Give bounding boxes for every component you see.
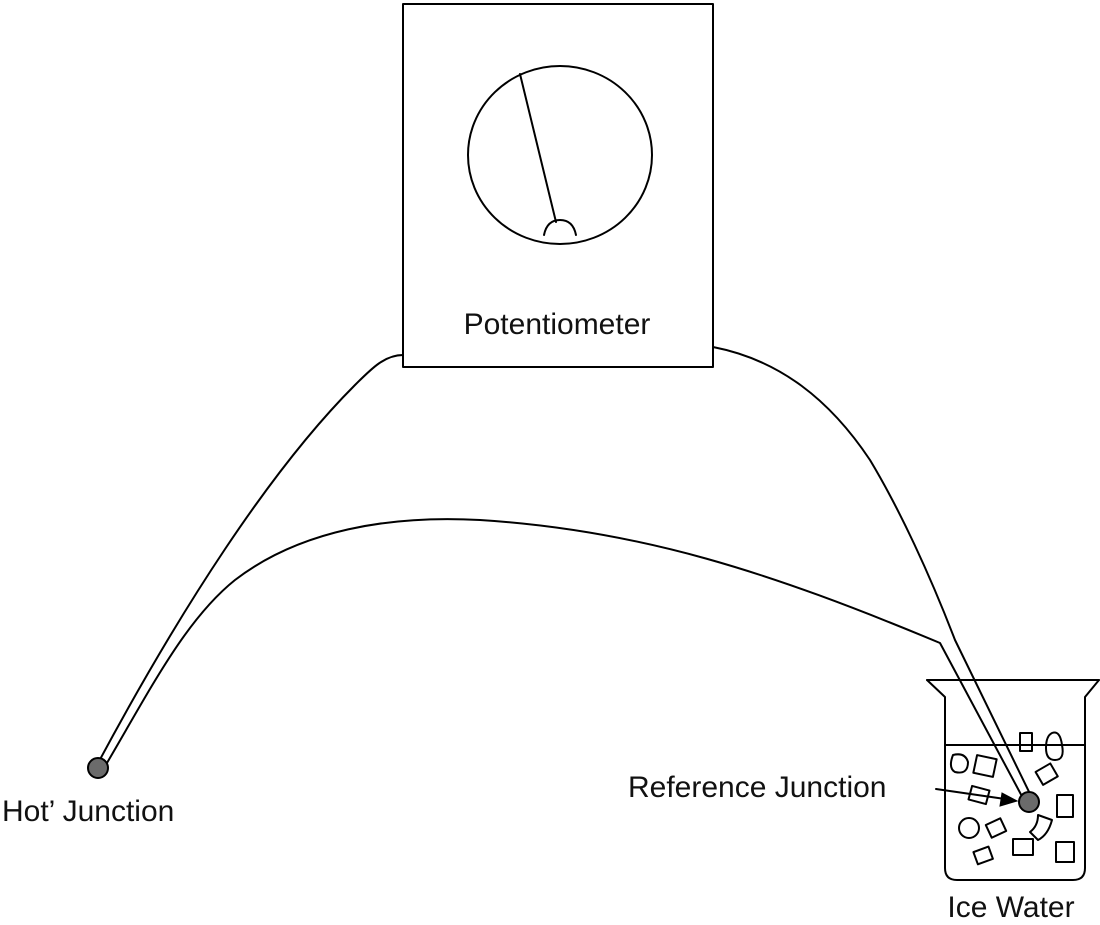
potentiometer-label: Potentiometer: [464, 308, 651, 341]
ice-cube: [972, 845, 994, 866]
ice-cube: [1055, 841, 1075, 863]
ice-water-label: Ice Water: [947, 891, 1074, 924]
reference-arrow-head: [999, 792, 1019, 807]
thermocouple-wires: [96, 346, 1034, 803]
ice-cube: [1012, 838, 1034, 856]
beaker-outline: [926, 679, 1100, 881]
potentiometer-box: [402, 3, 714, 368]
ice-cube: [1034, 762, 1059, 786]
potentiometer: Potentiometer: [402, 3, 714, 368]
ice-cube: [1056, 794, 1074, 818]
hot-junction-bead: [87, 757, 109, 779]
hot-junction: Hot’ Junction: [2, 757, 174, 828]
potentiometer-needle: [519, 73, 557, 223]
ice-cube: [972, 754, 998, 778]
reference-junction-callout: Reference Junction: [628, 771, 1019, 807]
potentiometer-dial: [467, 65, 653, 245]
wire-right: [712, 346, 1034, 801]
reference-arrow-shaft: [935, 788, 1006, 800]
reference-junction-label: Reference Junction: [628, 771, 887, 804]
wire-left-inner: [103, 518, 1026, 803]
ice-cube: [1019, 732, 1033, 752]
ice-cube: [958, 817, 980, 839]
ice-cubes: [949, 731, 1075, 866]
needle-pivot: [543, 219, 577, 236]
ice-cube: [1029, 814, 1053, 841]
ice-cube: [949, 753, 969, 774]
ice-cube: [1045, 731, 1064, 761]
ice-water-beaker: [926, 679, 1100, 881]
reference-junction-bead: [1018, 791, 1040, 813]
ice-cube: [984, 817, 1008, 839]
wire-left-outer: [96, 354, 404, 766]
hot-junction-label: Hot’ Junction: [2, 795, 174, 828]
